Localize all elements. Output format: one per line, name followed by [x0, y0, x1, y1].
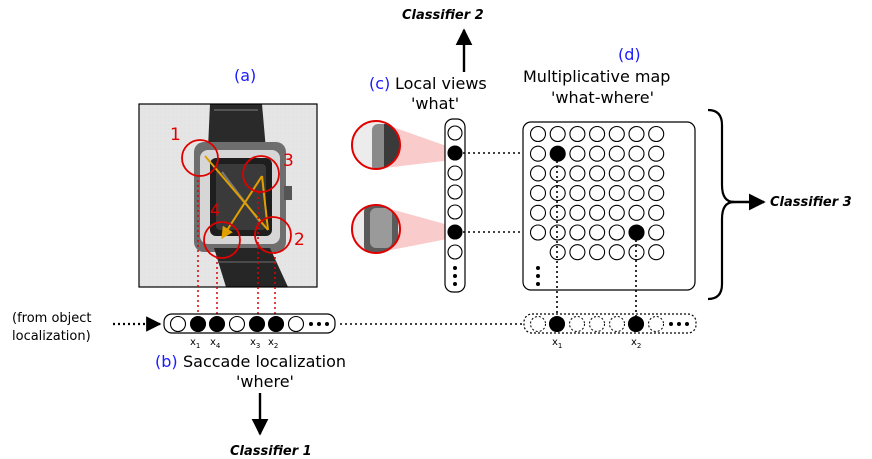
what-vector [444, 118, 466, 293]
map-cell [589, 204, 606, 221]
saccade-circle-2 [254, 216, 292, 254]
map-cell [589, 244, 606, 261]
map-cell [648, 165, 665, 182]
saccade-number-2: 2 [294, 230, 305, 250]
map-cell [589, 145, 606, 162]
what-label: 'what' [411, 94, 459, 113]
map-cell [628, 244, 645, 261]
map-cell [628, 125, 645, 143]
map-cell [648, 224, 665, 241]
from-object-label: (from object [12, 311, 92, 326]
map-cell [628, 145, 645, 162]
panel-label-a: (a) [234, 66, 256, 85]
map-cell [529, 165, 547, 182]
where-label: 'where' [236, 372, 294, 391]
map-cell [589, 165, 606, 182]
map-cell [529, 204, 547, 221]
saccade-circle-3 [242, 155, 280, 193]
map-cell [648, 145, 665, 162]
map-cell [569, 145, 586, 162]
map-cell [608, 224, 625, 241]
map-cell [529, 145, 547, 162]
map-cell [549, 165, 566, 182]
map-cell [648, 125, 665, 143]
map-cell [529, 125, 547, 143]
saccade-localization-label: Saccade localization [183, 352, 346, 371]
saccade-markers [181, 139, 292, 259]
map-cell [569, 165, 586, 182]
local-view-crop-2 [351, 204, 452, 254]
panel-label-c: (c) [369, 74, 390, 93]
where-x-1: x1 [190, 337, 200, 350]
wristwatch-photo [138, 103, 318, 288]
map-cell [628, 185, 645, 202]
map-cell [608, 165, 625, 182]
map-cell [569, 224, 586, 241]
where-x-4: x4 [210, 337, 221, 350]
map-cell [529, 224, 547, 241]
map-x-2: x2 [631, 337, 641, 350]
map-cell [648, 185, 665, 202]
saccade-drop-lines [197, 175, 276, 316]
where-map-link-lines [556, 161, 637, 316]
what-where-label: 'what-where' [551, 88, 654, 107]
map-cell [549, 185, 566, 202]
map-cell [589, 125, 606, 143]
multiplicative-map [522, 121, 696, 291]
map-cell [608, 204, 625, 221]
panel-label-d: (d) [618, 45, 641, 64]
where-vector [163, 313, 336, 334]
map-cell [628, 165, 645, 182]
map-cell [608, 145, 625, 162]
map-cell-active [628, 224, 645, 241]
map-cell [589, 185, 606, 202]
map-cell [608, 125, 625, 143]
map-cell [589, 224, 606, 241]
map-cell [648, 204, 665, 221]
where-x-3: x3 [250, 337, 260, 350]
map-where-vector [523, 313, 697, 334]
saccade-circle-4 [203, 221, 241, 259]
classifier-2-label: Classifier 2 [402, 8, 484, 23]
multiplicative-map-label: Multiplicative map [523, 67, 670, 86]
where-x-2: x2 [268, 337, 278, 350]
map-cell [529, 185, 547, 202]
saccade-circle-1 [181, 139, 219, 177]
saccade-number-3: 3 [283, 151, 294, 171]
map-cell [608, 185, 625, 202]
map-cell [569, 244, 586, 261]
local-views-label: Local views [395, 74, 487, 93]
map-cell [628, 204, 645, 221]
map-cell [569, 125, 586, 143]
map-cell [608, 244, 625, 261]
map-cell [569, 185, 586, 202]
map-cell-active [549, 145, 566, 162]
map-brace [707, 108, 735, 301]
panel-label-b: (b) [155, 352, 178, 371]
saccade-number-1: 1 [170, 125, 181, 145]
localization-label: localization) [12, 329, 91, 344]
local-view-crop-1 [351, 120, 452, 170]
classifier-1-label: Classifier 1 [230, 444, 312, 459]
map-cell [549, 125, 566, 143]
classifier-3-label: Classifier 3 [770, 195, 852, 210]
map-x-1: x1 [552, 337, 562, 350]
saccade-number-4: 4 [210, 201, 221, 221]
map-cell [569, 204, 586, 221]
map-cell [648, 244, 665, 261]
